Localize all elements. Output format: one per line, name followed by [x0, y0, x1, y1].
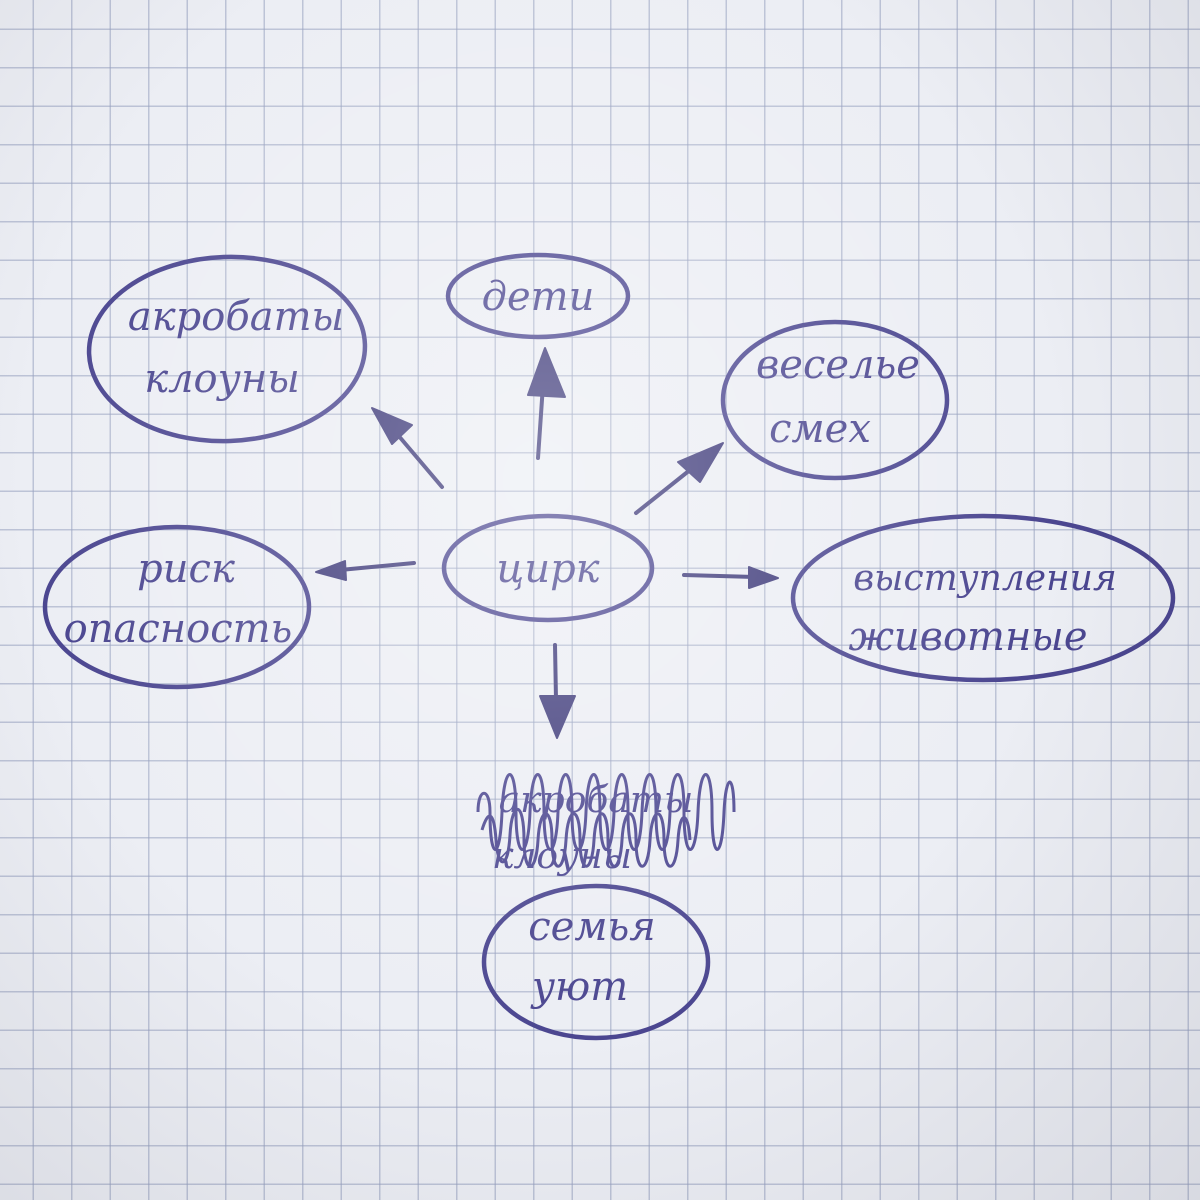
- center-oval: [441, 513, 655, 623]
- node-performances: выступления животные: [790, 513, 1176, 683]
- center-node: цирк: [441, 513, 655, 623]
- fun-line-1: веселье: [756, 342, 920, 388]
- arrow-to-family: [539, 643, 576, 739]
- risk-line-1: риск: [137, 546, 235, 592]
- fun-line-2: смех: [769, 406, 871, 452]
- node-acrobats: акробаты клоуны: [86, 254, 368, 444]
- children-line-1: дети: [482, 274, 595, 320]
- arrow-to-fun: [634, 442, 724, 515]
- crossed-out-line-1: акробаты: [499, 780, 694, 821]
- family-oval: [481, 883, 711, 1041]
- center-label: цирк: [496, 546, 599, 592]
- arrow-to-risk: [315, 560, 416, 581]
- risk-line-2: опасность: [64, 606, 293, 652]
- arrow-to-children: [527, 347, 566, 460]
- acrobats-line-1: акробаты: [128, 294, 344, 340]
- fun-oval: [720, 319, 950, 481]
- node-fun: веселье смех: [720, 319, 950, 481]
- risk-oval: [42, 524, 312, 690]
- node-family: семья уют: [481, 883, 711, 1041]
- arrow-to-acrobats: [371, 407, 444, 489]
- family-line-2: уют: [530, 964, 628, 1010]
- scribble-mark-2: [480, 807, 692, 868]
- acrobats-line-2: клоуны: [144, 356, 300, 402]
- family-line-1: семья: [528, 904, 656, 950]
- performances-line-2: животные: [848, 614, 1087, 660]
- acrobats-oval: [86, 254, 368, 444]
- node-risk: риск опасность: [42, 524, 312, 690]
- performances-line-1: выступления: [853, 558, 1117, 599]
- node-children: дети: [445, 252, 631, 340]
- performances-oval: [790, 513, 1176, 683]
- arrow-to-performances: [682, 566, 779, 589]
- children-oval: [445, 252, 631, 340]
- crossed-out-text: акробаты клоуны: [476, 773, 736, 877]
- arrows: [315, 347, 779, 739]
